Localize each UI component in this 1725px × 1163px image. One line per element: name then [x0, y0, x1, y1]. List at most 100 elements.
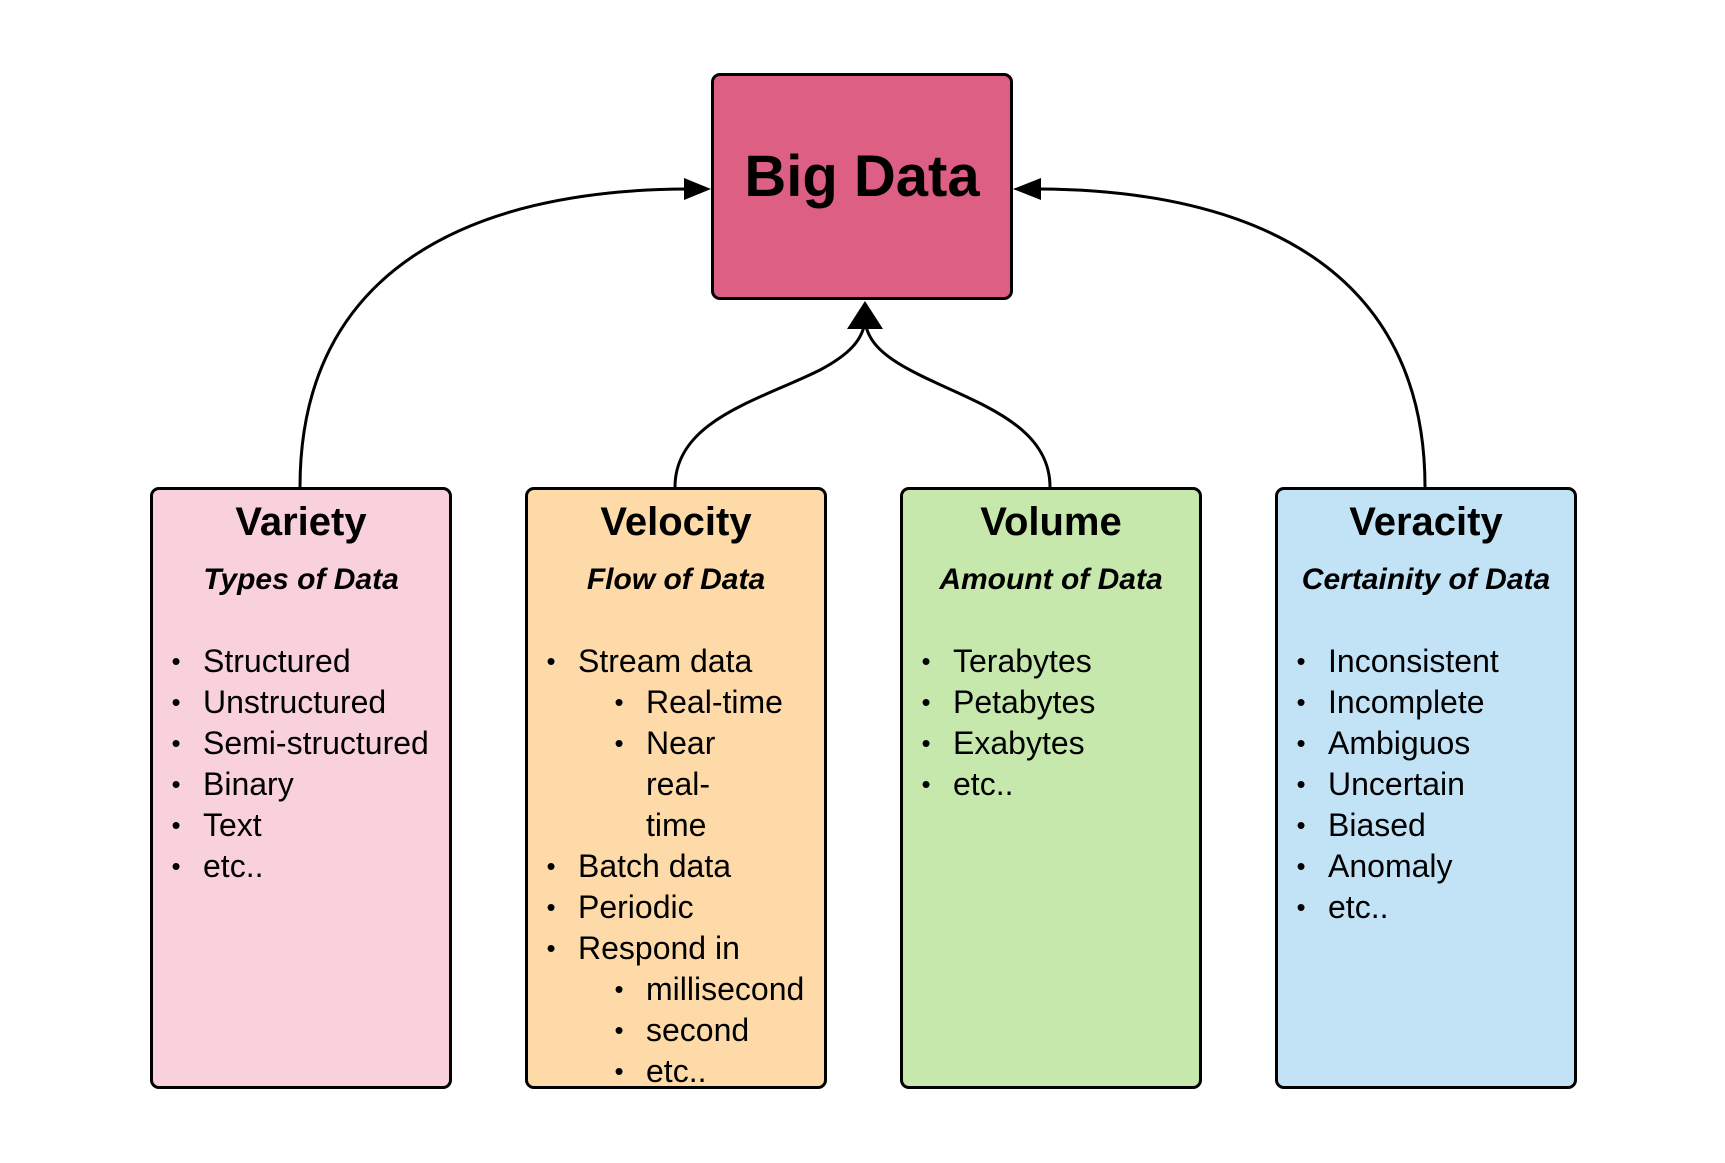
- bullet-icon: •: [1296, 728, 1306, 758]
- card-list: • Structured • Unstructured • Semi-structured…: [153, 641, 449, 887]
- bullet-icon: •: [921, 769, 931, 799]
- bullet-icon: •: [614, 1015, 624, 1045]
- list-item: • Respond in: [528, 928, 824, 969]
- list-item-text: Unstructured: [203, 684, 387, 720]
- list-item-text: Semi-structured: [203, 725, 429, 761]
- list-item-text: Batch data: [578, 848, 731, 884]
- bullet-icon: •: [1296, 810, 1306, 840]
- list-item-text: etc..: [646, 1053, 707, 1089]
- bullet-icon: •: [1296, 769, 1306, 799]
- arrowhead-right: [1013, 178, 1041, 200]
- bullet-icon: •: [171, 728, 181, 758]
- bullet-icon: •: [1296, 646, 1306, 676]
- list-item-text: etc..: [1328, 889, 1389, 925]
- bullet-icon: •: [921, 687, 931, 717]
- card-subtitle: Certainity of Data: [1301, 563, 1551, 596]
- list-item: • millisecond: [528, 969, 824, 1010]
- bullet-icon: •: [546, 933, 556, 963]
- list-item: • Stream data: [528, 641, 824, 682]
- volume-card: Volume Amount of Data • Terabytes • Petabyt…: [900, 487, 1202, 1089]
- card-subtitle: Flow of Data: [586, 563, 766, 596]
- edge-veracity-to-big-data: [1038, 187, 1427, 488]
- bullet-icon: •: [546, 646, 556, 676]
- list-item-text: Petabytes: [953, 684, 1096, 720]
- card-title: Volume: [980, 500, 1122, 544]
- bullet-icon: •: [921, 728, 931, 758]
- edge-variety-to-big-data: [298, 187, 687, 488]
- arrowhead-left: [684, 178, 711, 200]
- card-subtitle: Amount of Data: [939, 563, 1163, 596]
- bullet-icon: •: [1296, 851, 1306, 881]
- list-item: • Semi-structured: [153, 723, 449, 764]
- bullet-icon: •: [1296, 687, 1306, 717]
- list-item: • Terabytes: [903, 641, 1199, 682]
- variety-card: Variety Types of Data • Structured • Unstru…: [150, 487, 452, 1089]
- bullet-icon: •: [546, 851, 556, 881]
- list-item-text: second: [646, 1012, 750, 1048]
- list-item: • second: [528, 1010, 824, 1051]
- list-item-text: Ambiguos: [1328, 725, 1471, 761]
- list-item-text: etc..: [203, 848, 264, 884]
- list-item-text: Respond in: [578, 930, 740, 966]
- velocity-card: Velocity Flow of Data • Stream data • Real-…: [525, 487, 827, 1089]
- list-item-text: Text: [203, 807, 262, 843]
- list-item-text: Anomaly: [1328, 848, 1453, 884]
- bullet-icon: •: [614, 974, 624, 1004]
- bullet-icon: •: [171, 687, 181, 717]
- edge-volume-to-big-data: [863, 321, 1052, 488]
- list-item: • etc..: [528, 1051, 824, 1092]
- card-title: Veracity: [1349, 500, 1503, 544]
- list-item: • Petabytes: [903, 682, 1199, 723]
- list-item-text: Terabytes: [953, 643, 1092, 679]
- list-item-text: Structured: [203, 643, 351, 679]
- card-list: • Terabytes • Petabytes • Exabytes • etc..: [903, 641, 1199, 805]
- list-item: • Near real-time: [528, 723, 766, 846]
- list-item-text: etc..: [953, 766, 1014, 802]
- bullet-icon: •: [171, 851, 181, 881]
- card-subtitle: Types of Data: [203, 563, 399, 596]
- list-item-text: Biased: [1328, 807, 1426, 843]
- list-item: • Inconsistent: [1278, 641, 1574, 682]
- card-list: • Stream data • Real-time • Near real-time • Ba…: [528, 641, 824, 1092]
- list-item: • Exabytes: [903, 723, 1199, 764]
- list-item: • Biased: [1278, 805, 1574, 846]
- big-data-title: Big Data: [744, 143, 980, 209]
- card-title: Variety: [235, 500, 367, 544]
- bullet-icon: •: [171, 646, 181, 676]
- veracity-card: Veracity Certainity of Data • Inconsisten…: [1275, 487, 1577, 1089]
- list-item: • Incomplete: [1278, 682, 1574, 723]
- list-item: • Binary: [153, 764, 449, 805]
- list-item: • Ambiguos: [1278, 723, 1574, 764]
- bullet-icon: •: [921, 646, 931, 676]
- list-item-text: Incomplete: [1328, 684, 1485, 720]
- arrowhead-bottom: [847, 301, 883, 329]
- bullet-icon: •: [546, 892, 556, 922]
- list-item: • Unstructured: [153, 682, 449, 723]
- bullet-icon: •: [614, 687, 624, 717]
- list-item: • Batch data: [528, 846, 824, 887]
- list-item-text: Binary: [203, 766, 294, 802]
- bullet-icon: •: [171, 769, 181, 799]
- list-item-text: Real-time: [646, 684, 783, 720]
- list-item-text: millisecond: [646, 971, 805, 1007]
- list-item: • Structured: [153, 641, 449, 682]
- card-list: • Inconsistent • Incomplete • Ambiguos•Uncert…: [1278, 641, 1574, 928]
- big-data-node: Big Data: [711, 73, 1013, 300]
- list-item-text: Near real-time: [646, 725, 716, 843]
- card-title: Velocity: [600, 500, 752, 544]
- list-item: • etc..: [903, 764, 1199, 805]
- list-item: • Real-time: [528, 682, 824, 723]
- list-item: • etc..: [153, 846, 449, 887]
- bullet-icon: •: [1296, 892, 1306, 922]
- list-item-text: Exabytes: [953, 725, 1085, 761]
- bullet-icon: •: [614, 728, 624, 758]
- list-item-text: Stream data: [578, 643, 753, 679]
- edge-velocity-to-big-data: [673, 321, 867, 488]
- bullet-icon: •: [171, 810, 181, 840]
- bullet-icon: •: [614, 1056, 624, 1086]
- list-item-text: Inconsistent: [1328, 643, 1499, 679]
- list-item: • Anomaly: [1278, 846, 1574, 887]
- list-item: •Uncertain: [1278, 764, 1574, 805]
- list-item: • Text: [153, 805, 449, 846]
- list-item: •Periodic: [528, 887, 824, 928]
